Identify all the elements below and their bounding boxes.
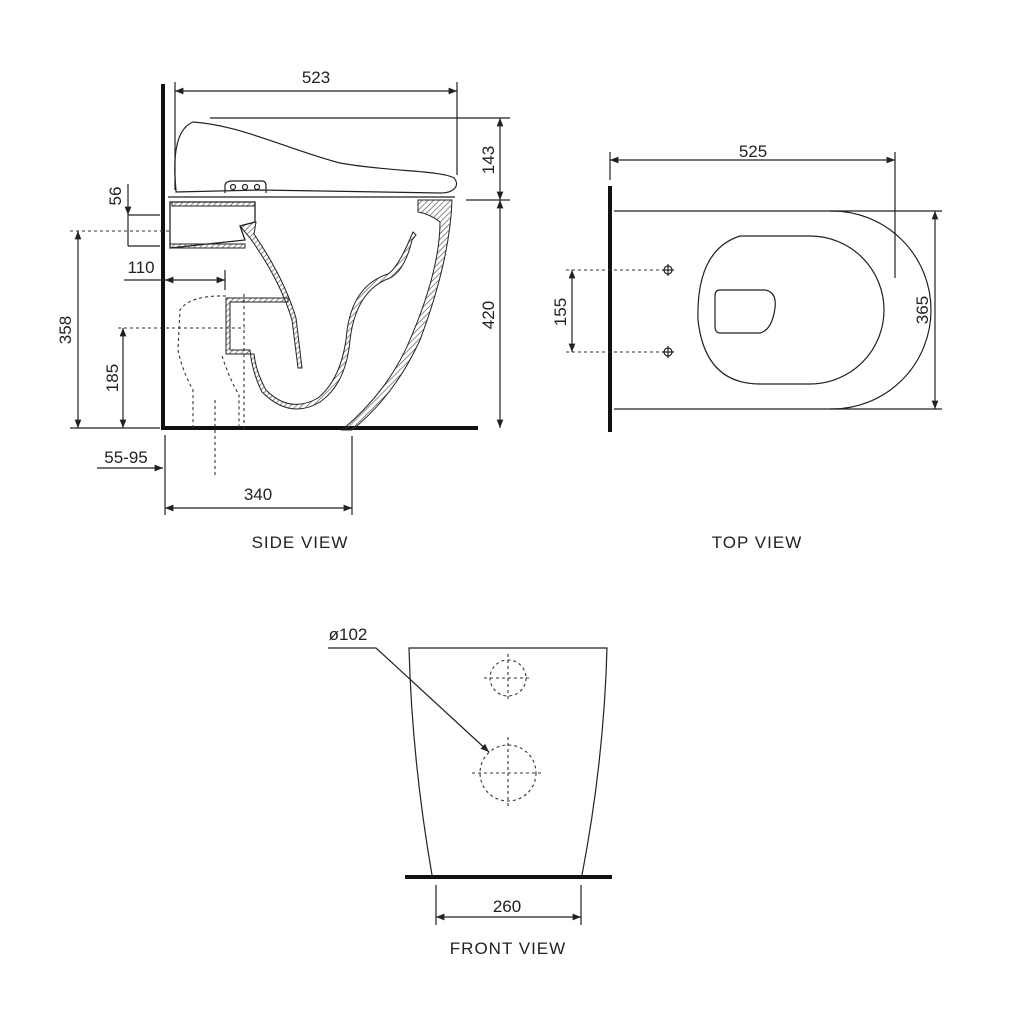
dim-label-55-95: 55-95 (104, 448, 147, 467)
outlet-pipe-dashed (177, 295, 227, 428)
dim-label-110: 110 (127, 258, 154, 277)
outlet-circle-dashed (472, 737, 544, 809)
button-icon (229, 183, 237, 191)
dim-label-56: 56 (106, 187, 125, 206)
front-view: ø102 260 FRONT VIEW (328, 625, 612, 958)
dim-label-525: 525 (739, 142, 767, 161)
dim-label-365: 365 (913, 296, 932, 324)
dim-label-diameter: ø102 (329, 625, 368, 644)
bowl-opening (714, 289, 776, 334)
diameter-leader (328, 647, 490, 753)
inlet-circle-dashed (484, 654, 532, 702)
fixing-hole-icon (662, 264, 674, 276)
side-view-label: SIDE VIEW (252, 533, 349, 552)
outlet-pipe-dashed (221, 355, 240, 428)
dim-label-340: 340 (244, 485, 272, 504)
dim-label-185: 185 (103, 364, 122, 392)
dim-label-155: 155 (551, 298, 570, 326)
pan-outline (614, 210, 932, 410)
top-view: 155 525 365 TOP VIEW (551, 142, 942, 552)
top-view-label: TOP VIEW (712, 533, 803, 552)
dim-label-260: 260 (493, 897, 521, 916)
button-icon (253, 183, 261, 191)
pan-section (169, 199, 453, 431)
control-panel (224, 180, 267, 193)
dim-label-143: 143 (479, 146, 498, 174)
dim-label-420: 420 (479, 301, 498, 329)
fixing-hole-icon (662, 346, 674, 358)
pan-front-outline (408, 647, 608, 876)
seat-lid (174, 121, 458, 194)
front-view-label: FRONT VIEW (450, 939, 566, 958)
bowl-rim (697, 235, 885, 385)
side-view: 523 143 420 358 185 56 110 55-95 340 SID… (56, 68, 510, 552)
dim-label-523: 523 (302, 68, 330, 87)
dim-label-358: 358 (56, 316, 75, 344)
button-icon (241, 183, 249, 191)
